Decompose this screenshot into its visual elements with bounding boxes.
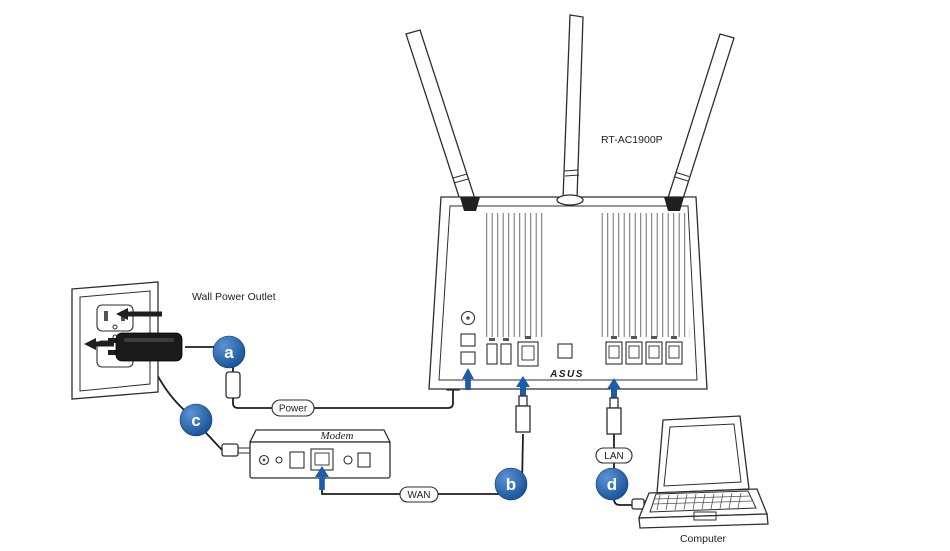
power-pill-label: Power: [279, 404, 308, 415]
antenna-mount: [460, 197, 480, 211]
step-badge-a: a: [212, 335, 246, 369]
modem-led: [343, 455, 353, 465]
modem: Modem: [248, 429, 392, 490]
up-arrow-icon: [516, 376, 530, 396]
wan-pill-label: WAN: [408, 490, 431, 501]
wan-pill: WAN: [399, 486, 439, 503]
router-dc-jack: [460, 351, 476, 365]
step-b-label: b: [506, 475, 516, 494]
modem-port: [289, 451, 305, 469]
step-d-label: d: [607, 475, 617, 494]
cable-ferrite: [225, 371, 241, 399]
power-pill: Power: [271, 399, 315, 417]
laptop-keyboard: [649, 490, 757, 513]
lan-connector: [606, 378, 622, 435]
laptop-screen: [656, 415, 750, 494]
router-model-label: RT-AC1900P: [601, 134, 663, 146]
laptop-lan-plug: [631, 498, 645, 510]
step-badge-c: c: [179, 403, 213, 437]
router-antenna-right: [666, 33, 735, 206]
router-antenna-center: [562, 14, 584, 200]
router-antenna-left: [405, 29, 477, 207]
modem-power-plug: [221, 443, 239, 457]
router-vents-right: [598, 213, 690, 337]
lan-pill-label: LAN: [604, 451, 623, 462]
router-wps-button: [557, 343, 573, 359]
up-arrow-icon: [462, 368, 474, 390]
router-usb-port: [486, 343, 498, 365]
antenna-mount-center: [556, 194, 584, 206]
wall-power-outlet: [71, 281, 183, 400]
insert-arrow-icon: [116, 308, 162, 320]
insert-arrow-icon: [84, 338, 114, 350]
modem-port: [357, 452, 371, 468]
step-a-label: a: [224, 343, 234, 362]
step-c-label: c: [191, 411, 200, 430]
power-adapter: [108, 332, 183, 362]
router-usb-port: [500, 343, 512, 365]
router: ASUS: [405, 14, 735, 390]
lan-pill: LAN: [595, 447, 633, 464]
asus-logo: ASUS: [549, 369, 584, 380]
wan-connector: [515, 376, 531, 433]
modem-button: [275, 456, 283, 464]
router-vents-left: [482, 213, 546, 337]
step-badge-d: d: [595, 467, 629, 501]
laptop: [638, 415, 769, 529]
wall-outlet-label: Wall Power Outlet: [192, 291, 276, 303]
laptop-touchpad: [693, 511, 717, 521]
router-lan-ports: [605, 336, 683, 365]
up-arrow-icon: [607, 378, 621, 398]
antenna-mount: [664, 197, 684, 211]
modem-label: Modem: [320, 430, 354, 442]
up-arrow-icon: [315, 466, 329, 490]
step-badge-b: b: [494, 467, 528, 501]
router-usb-port: [460, 333, 476, 347]
computer-label: Computer: [680, 533, 727, 545]
